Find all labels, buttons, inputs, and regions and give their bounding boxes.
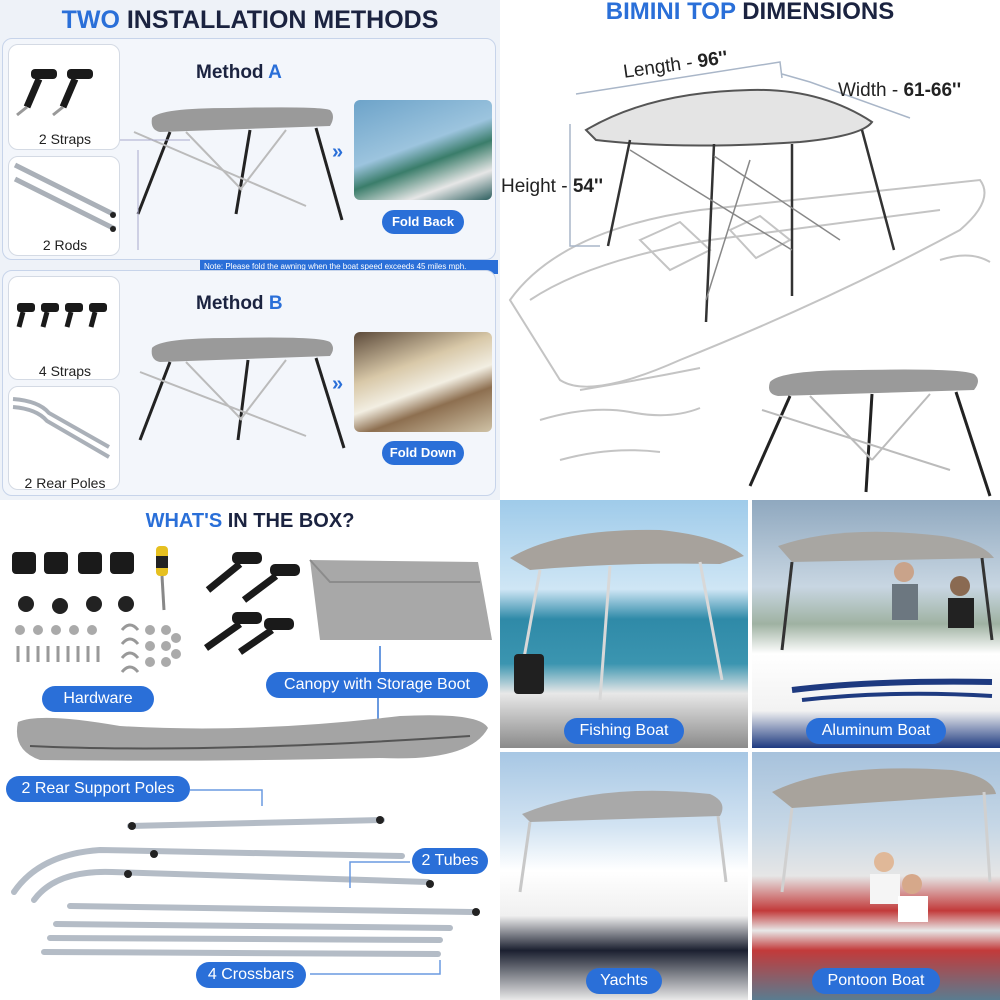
rods-icon — [13, 162, 117, 232]
tubes-pill: 2 Tubes — [412, 848, 488, 874]
dimensions-title: BIMINI TOP DIMENSIONS — [500, 0, 1000, 26]
canopy-pill: Canopy with Storage Boot — [266, 672, 488, 698]
method-a-heading: Method B A — [196, 62, 282, 84]
bimini-top-product — [748, 369, 992, 497]
rods2-card: 2 Rods — [8, 156, 120, 256]
svg-text:»: » — [332, 141, 343, 163]
fold-down-button[interactable]: Fold Down — [382, 441, 464, 465]
dimensions-title-accent: BIMINI TOP — [605, 0, 736, 25]
width-value: 61-66'' — [903, 80, 962, 101]
dimensions-title-main: DIMENSIONS — [742, 0, 895, 25]
aluminum-boat-photo: Aluminum Boat — [752, 500, 1000, 748]
aluminum-boat-label: Aluminum Boat — [806, 718, 946, 744]
straps4-label: 4 Straps — [38, 363, 92, 379]
yacht-bimini — [518, 790, 728, 893]
yachts-photo: Yachts — [500, 752, 748, 1000]
straps-icon — [16, 69, 93, 117]
installation-title-main: INSTALLATION METHODS — [126, 6, 439, 34]
installation-title: TWO INSTALLATION METHODS — [0, 6, 500, 35]
fold-back-button[interactable]: Fold Back — [382, 210, 464, 234]
installation-panel: TWO INSTALLATION METHODS 2 Straps 2 Rods… — [0, 0, 500, 500]
fishing-boat-bimini — [510, 529, 744, 701]
method-b-letter: B — [268, 293, 283, 314]
box-contents-illustration — [11, 546, 492, 975]
fishing-boat-photo: Fishing Boat — [500, 500, 748, 748]
rods2-label: 2 Rods — [42, 237, 88, 253]
box-title-main: IN THE BOX? — [227, 510, 355, 532]
width-dimension: Width - 61-66'' — [838, 80, 961, 102]
method-a-letter-visible: A — [268, 62, 282, 83]
in-the-box-panel: WHAT'S IN THE BOX? — [0, 500, 500, 1000]
hardware-pill: Hardware — [42, 686, 154, 712]
yachts-label: Yachts — [586, 968, 662, 994]
pontoon-bimini — [772, 768, 996, 922]
rear-poles2-card: 2 Rear Poles — [8, 386, 120, 491]
straps4-card: 4 Straps — [8, 276, 120, 380]
fold-down-photo — [354, 332, 492, 432]
straps4-icon — [16, 303, 107, 328]
rear-poles2-label: 2 Rear Poles — [24, 475, 106, 491]
dimensions-panel: BIMINI TOP DIMENSIONS — [500, 0, 1000, 500]
method-b-word: Method — [196, 293, 264, 314]
fold-back-photo — [354, 100, 492, 200]
rear-poles-icon — [12, 397, 111, 459]
fishing-boat-label: Fishing Boat — [564, 718, 684, 744]
method-b-bimini-illustration: » — [138, 337, 346, 449]
box-title-accent: WHAT'S — [145, 510, 223, 532]
method-b-heading: Method B — [196, 293, 283, 315]
svg-text:»: » — [332, 373, 343, 395]
method-a-word: Method — [196, 62, 264, 83]
aluminum-boat-bimini — [778, 531, 994, 702]
pontoon-boat-label: Pontoon Boat — [812, 968, 940, 994]
crossbars-pill: 4 Crossbars — [196, 962, 306, 988]
height-label: Height - — [501, 176, 573, 197]
box-title: WHAT'S IN THE BOX? — [0, 510, 500, 533]
installation-title-accent: TWO — [61, 6, 120, 34]
height-value: 54'' — [572, 176, 603, 197]
width-label: Width - — [838, 80, 904, 101]
straps2-card: 2 Straps — [8, 44, 120, 150]
pontoon-boat-photo: Pontoon Boat — [752, 752, 1000, 1000]
straps2-label: 2 Straps — [38, 131, 92, 147]
rear-support-pill: 2 Rear Support Poles — [6, 776, 190, 802]
method-a-bimini-illustration: » — [120, 107, 344, 250]
boat-sketch — [508, 61, 991, 461]
height-dimension: Height - 54'' — [501, 176, 603, 198]
